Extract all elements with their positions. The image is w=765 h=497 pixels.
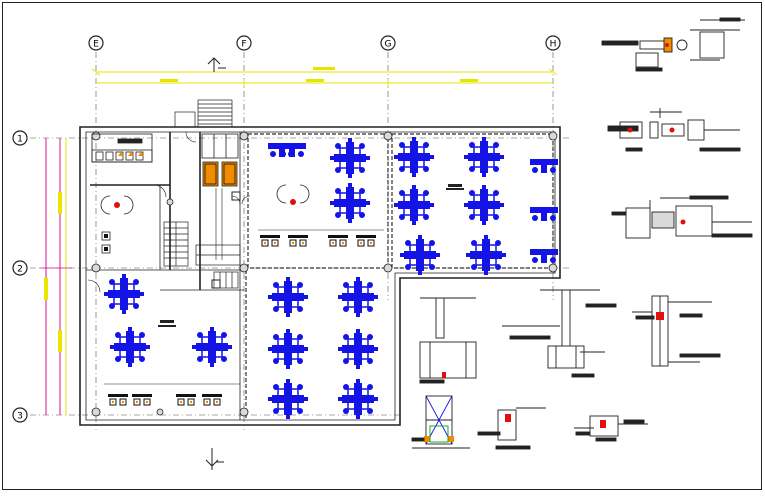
grid-bubble-3: 3 (12, 407, 28, 423)
workstations-upper-right (393, 136, 558, 276)
svg-text:1: 1 (17, 135, 23, 145)
detail-3 (611, 195, 753, 239)
svg-text:F: F (241, 40, 246, 50)
detail-1 (601, 17, 745, 72)
reception-area (100, 184, 310, 254)
grid-bubble-h: H (545, 35, 561, 51)
detail-5 (502, 289, 617, 378)
section-mark-bottom (205, 448, 224, 470)
workstations-lower-middle (267, 276, 379, 420)
workstations-upper-middle (268, 137, 371, 224)
svg-text:H: H (550, 40, 557, 50)
detail-7 (411, 395, 470, 449)
detail-2 (607, 108, 741, 152)
grid-bubble-2: 2 (12, 260, 28, 276)
detail-9 (574, 415, 648, 442)
grid-bubble-f: F (236, 35, 252, 51)
dimension-lines-horizontal (91, 67, 558, 87)
room-tags (158, 184, 464, 327)
door-swings (87, 131, 251, 293)
svg-text:G: G (385, 40, 392, 50)
dimension-lines-vertical (40, 138, 72, 415)
grid-bubble-g: G (380, 35, 396, 51)
svg-text:E: E (93, 40, 99, 50)
detail-8 (477, 407, 546, 450)
detail-4 (419, 297, 477, 384)
core-area (201, 133, 239, 260)
restroom-block (91, 133, 153, 163)
section-mark-top (207, 57, 226, 72)
grid-bubble-e: E (88, 35, 104, 51)
svg-text:3: 3 (17, 412, 23, 422)
office-desks-center (258, 229, 384, 247)
staircase-middle (163, 221, 241, 289)
staircase-top (174, 99, 233, 128)
svg-text:2: 2 (17, 265, 23, 275)
office-desks-bottom (104, 383, 240, 406)
detail-6 (632, 295, 721, 367)
grid-bubble-1: 1 (12, 130, 28, 146)
